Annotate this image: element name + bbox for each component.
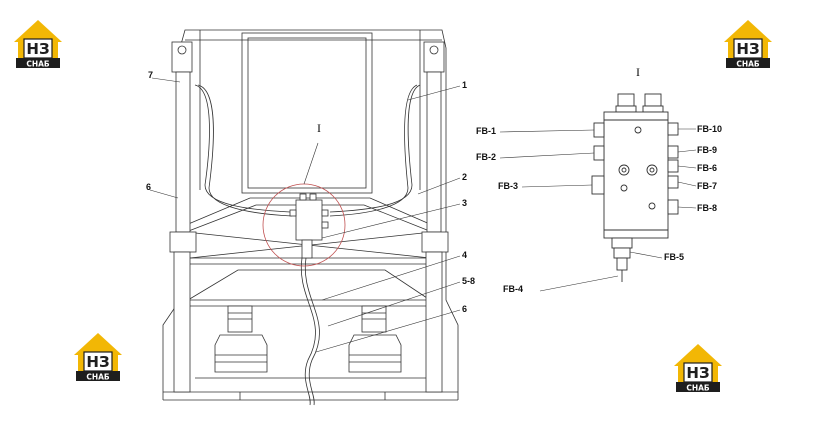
callout-fb-3: FB-3	[498, 181, 518, 191]
callout-6-upper: 6	[146, 182, 151, 192]
hydraulic-hoses	[194, 84, 421, 406]
callouts-left	[149, 77, 461, 353]
detail-leader	[303, 142, 319, 185]
callout-3: 3	[462, 198, 467, 208]
valve-block-detail	[591, 93, 679, 282]
pump-left	[214, 305, 268, 373]
lift-cylinder-left	[169, 41, 197, 393]
callout-fb-6: FB-6	[697, 163, 717, 173]
callout-1: 1	[462, 80, 467, 90]
callout-5-8: 5-8	[462, 276, 475, 286]
logo-big-text: НЗ	[26, 40, 49, 58]
logo-bottom-right: НЗ СНАБ	[673, 343, 723, 393]
logo-bottom-left: НЗ СНАБ	[73, 332, 123, 382]
logo-top-right: НЗ СНАБ	[723, 19, 773, 69]
callout-fb-1: FB-1	[476, 126, 496, 136]
callout-fb-2: FB-2	[476, 152, 496, 162]
callouts-right	[499, 128, 697, 292]
callout-4: 4	[462, 250, 467, 260]
detail-mark-right: I	[636, 65, 640, 79]
callout-7: 7	[148, 70, 153, 80]
callout-fb-5: FB-5	[664, 252, 684, 262]
callout-fb-10: FB-10	[697, 124, 722, 134]
detail-mark-left: I	[317, 121, 321, 135]
callout-6-lower: 6	[462, 304, 467, 314]
logo-big-text: НЗ	[686, 364, 709, 382]
callout-fb-4: FB-4	[503, 284, 523, 294]
logo-small-text: СНАБ	[86, 373, 110, 382]
callout-fb-7: FB-7	[697, 181, 717, 191]
logo-small-text: СНАБ	[736, 60, 760, 69]
logo-top-left: НЗ СНАБ	[13, 19, 63, 69]
logo-big-text: НЗ	[736, 40, 759, 58]
callout-fb-8: FB-8	[697, 203, 717, 213]
callout-2: 2	[462, 172, 467, 182]
callout-fb-9: FB-9	[697, 145, 717, 155]
logo-big-text: НЗ	[86, 353, 109, 371]
logo-small-text: СНАБ	[26, 60, 50, 69]
pump-right	[348, 305, 402, 373]
lift-cylinder-right	[421, 41, 449, 393]
logo-small-text: СНАБ	[686, 384, 710, 393]
valve-block-small	[289, 193, 329, 259]
